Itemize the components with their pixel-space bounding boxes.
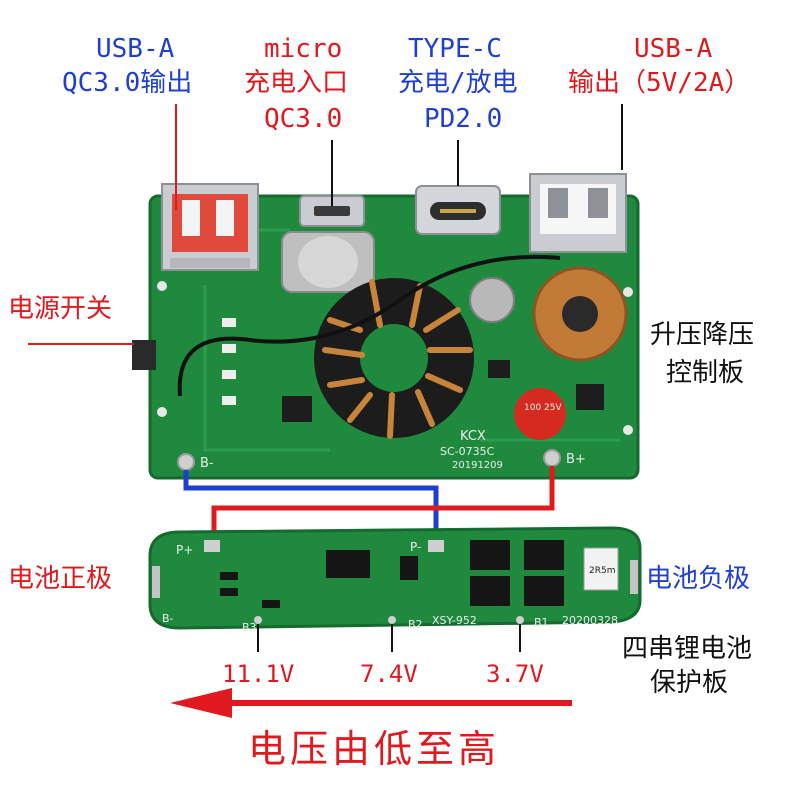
typec-label-3: PD2.0 xyxy=(424,104,503,134)
power-switch-label: 电源开关 xyxy=(8,294,113,324)
power-switch xyxy=(132,340,156,370)
usb-a-right-port xyxy=(529,173,627,253)
battery-negative-label: 电池负极 xyxy=(646,564,751,594)
toroid-inductor-large xyxy=(314,278,474,439)
led-indicators xyxy=(222,318,236,405)
small-capacitor xyxy=(469,277,515,323)
pcb-bminus2-text: B- xyxy=(162,612,174,625)
boost-buck-pcb: B- B+ KCX SC-0735C 20191209 xyxy=(132,173,640,480)
voltage-3v-label: 3.7V xyxy=(486,660,544,688)
micro-label-1: micro xyxy=(264,34,343,64)
voltage-11v-label: 11.1V xyxy=(222,660,295,688)
pcb-b2-text: B2 xyxy=(408,618,423,631)
ic-chip xyxy=(488,360,510,378)
pcb-bminus-text: B- xyxy=(200,456,214,471)
protection-board-label-1: 四串锂电池 xyxy=(622,634,753,664)
usb-a-left-label-2: QC3.0输出 xyxy=(62,68,193,98)
pcb-xsy-text: XSY-952 xyxy=(432,614,477,627)
pcb-b1-text: B1 xyxy=(534,616,549,629)
voltage-7v-label: 7.4V xyxy=(360,660,418,688)
voltage-arrow-icon xyxy=(170,688,572,718)
red-capacitor: 100 25V xyxy=(514,388,566,440)
annotation-lines xyxy=(28,104,623,652)
pcb-kcx-text: KCX xyxy=(460,429,486,444)
pcb-pplus-text: P+ xyxy=(176,543,193,557)
battery-protection-pcb: P+ P- 2R5m xyxy=(148,526,642,634)
ic-chip xyxy=(282,396,312,422)
ntc-wire xyxy=(177,254,561,397)
micro-label-2: 充电入口 xyxy=(244,68,349,98)
resistor-text: 2R5m xyxy=(589,566,615,576)
usb-a-left-port xyxy=(161,183,259,271)
typec-label-1: TYPE-C xyxy=(408,34,502,64)
cap-text: 100 25V xyxy=(524,403,562,413)
type-c-port xyxy=(415,185,501,235)
connection-wires xyxy=(183,466,555,546)
pcb-b3-text: B3 xyxy=(242,621,257,634)
electrolytic-capacitor-large xyxy=(281,231,375,293)
toroid-inductor-small xyxy=(532,266,628,362)
voltage-direction-label: 电压由低至高 xyxy=(248,727,501,771)
usb-a-left-label-1: USB-A xyxy=(96,34,175,64)
battery-positive-label: 电池正极 xyxy=(8,564,113,594)
ic-chip xyxy=(576,384,604,410)
pcb-date-text: 20191209 xyxy=(452,460,503,471)
micro-label-3: QC3.0 xyxy=(264,104,343,134)
protection-board-label-2: 保护板 xyxy=(650,668,729,698)
sense-resistor: 2R5m xyxy=(583,547,619,591)
usb-a-right-label-1: USB-A xyxy=(634,34,713,64)
boost-board-label-1: 升压降压 xyxy=(650,320,755,350)
typec-label-2: 充电/放电 xyxy=(398,68,518,98)
pcb-model-text: SC-0735C xyxy=(440,445,495,458)
pcb-bplus-text: B+ xyxy=(566,452,586,467)
boost-board-label-2: 控制板 xyxy=(666,358,745,388)
pcb-date2-text: 20200328 xyxy=(562,614,618,627)
usb-a-right-label-2: 输出（5V/2A） xyxy=(568,68,751,98)
pcb-pminus-text: P- xyxy=(410,540,421,554)
